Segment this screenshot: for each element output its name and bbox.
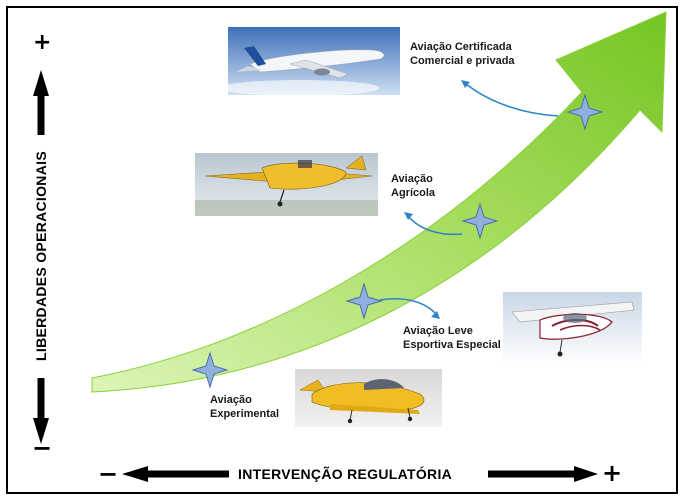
- stage-label-line2: Comercial e privada: [410, 55, 515, 67]
- star-marker-agricola: [461, 202, 499, 240]
- x-axis-title: INTERVENÇÃO REGULATÓRIA: [238, 466, 453, 482]
- x-axis-arrow: [122, 466, 598, 482]
- stage-label-leve-esportiva: Aviação Leve Esportiva Especial: [403, 324, 501, 352]
- stage-label-line1: Aviação: [210, 394, 252, 406]
- photo-white-light-sport-aircraft: [503, 292, 642, 364]
- stage-label-line1: Aviação: [391, 173, 433, 185]
- connector-leve: [379, 298, 437, 315]
- photo-yellow-agricultural-aircraft: [195, 153, 378, 216]
- y-axis-arrow: [33, 70, 49, 444]
- y-axis-minus: −: [32, 434, 53, 462]
- stage-label-line1: Aviação Leve: [403, 325, 473, 337]
- stage-label-line2: Esportiva Especial: [403, 339, 501, 351]
- stage-label-line2: Agrícola: [391, 187, 436, 199]
- stage-label-line2: Experimental: [210, 408, 280, 420]
- x-axis-plus: +: [602, 459, 623, 487]
- stage-label-agricola: Aviação Agrícola: [391, 172, 435, 200]
- stage-label-experimental: Aviação Experimental: [210, 393, 279, 421]
- photo-yellow-experimental-aircraft: [295, 369, 442, 427]
- y-axis-plus: +: [33, 30, 52, 55]
- stage-label-line1: Aviação Certificada: [410, 41, 512, 53]
- star-marker-certificada: [566, 93, 604, 131]
- stage-label-certificada: Aviação Certificada Comercial e privada: [410, 40, 515, 68]
- growth-arrow: [91, 11, 667, 393]
- y-axis-title: LIBERDADES OPERACIONAIS: [33, 151, 49, 361]
- photo-airbus-airliner: [220, 27, 400, 96]
- star-marker-leve-esportiva: [345, 282, 383, 320]
- connector-agricola: [407, 215, 463, 236]
- connector-certificada: [465, 83, 559, 117]
- x-axis-minus: −: [98, 460, 119, 488]
- star-marker-experimental: [191, 351, 229, 389]
